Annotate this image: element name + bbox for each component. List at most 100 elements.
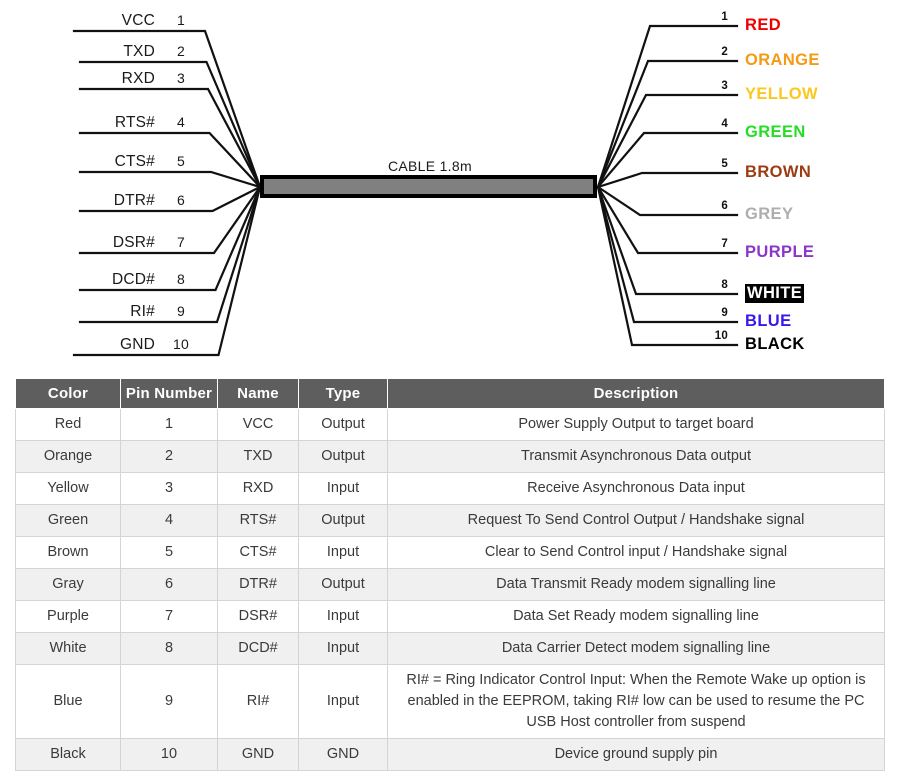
column-header-pin-number: Pin Number (120, 378, 218, 409)
cell-pin-number: 7 (120, 600, 218, 634)
cell-description: RI# = Ring Indicator Control Input: When… (387, 664, 885, 740)
cell-name: RI# (217, 664, 299, 740)
cell-pin-number: 3 (120, 472, 218, 506)
right-pin-number-5: 5 (721, 158, 728, 170)
left-pin-name-rxd: RXD (121, 70, 155, 87)
cell-color: White (15, 632, 121, 666)
cell-type: Output (298, 440, 388, 474)
cell-color: Black (15, 738, 121, 771)
cell-description: Data Transmit Ready modem signalling lin… (387, 568, 885, 602)
cell-description: Device ground supply pin (387, 738, 885, 771)
cell-type: Input (298, 632, 388, 666)
left-pin-name-ri: RI# (130, 303, 155, 320)
cell-color: Yellow (15, 472, 121, 506)
cell-description: Receive Asynchronous Data input (387, 472, 885, 506)
cell-type: Output (298, 504, 388, 538)
cell-color: Purple (15, 600, 121, 634)
cell-type: Input (298, 600, 388, 634)
cable-body (260, 175, 597, 198)
cell-name: CTS# (217, 536, 299, 570)
cell-type: Input (298, 536, 388, 570)
right-pin-number-9: 9 (721, 307, 728, 319)
diagram-wires (72, 24, 739, 357)
column-header-color: Color (15, 378, 121, 409)
cell-pin-number: 2 (120, 440, 218, 474)
right-pin-number-1: 1 (721, 11, 728, 23)
cell-color: Gray (15, 568, 121, 602)
cell-name: DTR# (217, 568, 299, 602)
wire-color-label-yellow: YELLOW (745, 85, 818, 103)
wire-color-label-red: RED (745, 16, 782, 34)
cell-description: Request To Send Control Output / Handsha… (387, 504, 885, 538)
cell-color: Blue (15, 664, 121, 740)
cell-color: Red (15, 407, 121, 442)
cell-type: GND (298, 738, 388, 771)
left-pin-number-7: 7 (177, 234, 185, 250)
cell-pin-number: 1 (120, 407, 218, 442)
left-pin-number-1: 1 (177, 12, 185, 28)
column-header-description: Description (387, 378, 885, 409)
right-pin-number-2: 2 (721, 46, 728, 58)
left-pin-number-10: 10 (173, 336, 189, 352)
left-pin-number-5: 5 (177, 153, 185, 169)
cell-pin-number: 6 (120, 568, 218, 602)
wire-color-label-black: BLACK (745, 335, 805, 353)
right-pin-number-10: 10 (714, 330, 728, 342)
left-pin-name-vcc: VCC (121, 12, 155, 29)
right-pin-number-7: 7 (721, 238, 728, 250)
left-pin-number-6: 6 (177, 192, 185, 208)
right-pin-number-3: 3 (721, 80, 728, 92)
wire-color-label-green: GREEN (745, 123, 806, 141)
left-pin-number-2: 2 (177, 43, 185, 59)
left-pin-name-txd: TXD (123, 43, 155, 60)
cable-length-label: CABLE 1.8m (388, 158, 472, 174)
column-header-name: Name (217, 378, 299, 409)
right-pin-number-4: 4 (721, 118, 728, 130)
right-pin-number-8: 8 (721, 279, 728, 291)
left-pin-number-8: 8 (177, 271, 185, 287)
pinout-table: Color Pin Number Name Type Description R… (15, 378, 885, 771)
cell-type: Output (298, 407, 388, 442)
left-pin-name-dtr: DTR# (113, 192, 155, 209)
cell-name: DCD# (217, 632, 299, 666)
wire-color-label-brown: BROWN (745, 163, 812, 181)
cell-pin-number: 10 (120, 738, 218, 771)
table-header-row: Color Pin Number Name Type Description (15, 378, 885, 409)
left-pin-name-dsr: DSR# (112, 234, 155, 251)
cell-name: TXD (217, 440, 299, 474)
wire-color-label-orange: ORANGE (745, 51, 820, 69)
left-pin-name-rts: RTS# (114, 114, 155, 131)
cell-pin-number: 4 (120, 504, 218, 538)
cell-name: DSR# (217, 600, 299, 634)
cell-pin-number: 9 (120, 664, 218, 740)
cell-description: Transmit Asynchronous Data output (387, 440, 885, 474)
column-header-type: Type (298, 378, 388, 409)
wire-color-label-grey: GREY (745, 205, 794, 223)
cell-name: GND (217, 738, 299, 771)
wire-color-label-blue: BLUE (745, 312, 792, 330)
cell-description: Clear to Send Control input / Handshake … (387, 536, 885, 570)
right-pin-number-6: 6 (721, 200, 728, 212)
wire-color-label-purple: PURPLE (745, 243, 815, 261)
cell-type: Output (298, 568, 388, 602)
left-pin-name-gnd: GND (119, 336, 155, 353)
cell-description: Data Carrier Detect modem signalling lin… (387, 632, 885, 666)
cell-type: Input (298, 472, 388, 506)
cell-color: Brown (15, 536, 121, 570)
cell-name: VCC (217, 407, 299, 442)
left-pin-number-9: 9 (177, 303, 185, 319)
cell-name: RXD (217, 472, 299, 506)
cell-name: RTS# (217, 504, 299, 538)
cell-pin-number: 5 (120, 536, 218, 570)
